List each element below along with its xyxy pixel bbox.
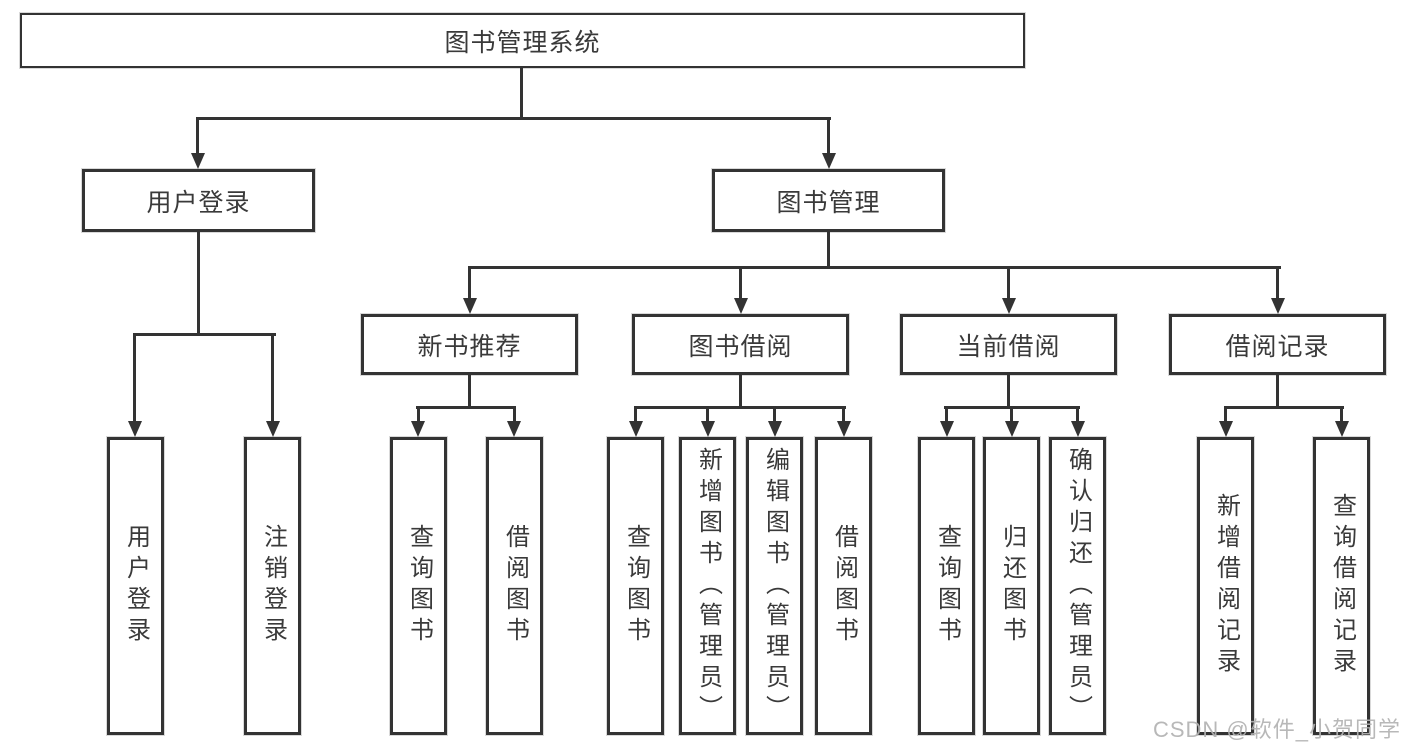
connector-line — [196, 117, 199, 155]
connector-line — [827, 117, 830, 155]
arrow-down-icon — [507, 421, 521, 437]
connector-line — [1340, 406, 1343, 423]
connector-line — [1224, 406, 1344, 409]
leaf-return-books: 归还图书 — [983, 437, 1040, 735]
arrow-down-icon — [191, 153, 205, 169]
arrow-down-icon — [629, 421, 643, 437]
connector-line — [468, 266, 1281, 269]
connector-line — [1076, 406, 1079, 423]
leaf-query-borrow-record: 查询借阅记录 — [1313, 437, 1370, 735]
connector-line — [1010, 406, 1013, 423]
leaf-add-borrow-record: 新增借阅记录 — [1197, 437, 1254, 735]
leaf-edit-books-admin: 编辑图书（管理员） — [746, 437, 803, 735]
arrow-down-icon — [701, 421, 715, 437]
arrow-down-icon — [1002, 298, 1016, 314]
arrow-down-icon — [1271, 298, 1285, 314]
leaf-query-books-current: 查询图书 — [918, 437, 975, 735]
connector-line — [773, 406, 776, 423]
connector-line — [842, 406, 845, 423]
connector-line — [513, 406, 516, 423]
leaf-borrow-books-recommend: 借阅图书 — [486, 437, 543, 735]
connector-line — [739, 373, 742, 409]
arrow-down-icon — [837, 421, 851, 437]
arrow-down-icon — [266, 421, 280, 437]
connector-line — [1224, 406, 1227, 423]
connector-line — [520, 66, 523, 119]
connector-line — [468, 373, 471, 409]
connector-line — [133, 333, 276, 336]
connector-line — [1276, 373, 1279, 409]
arrow-down-icon — [822, 153, 836, 169]
connector-line — [706, 406, 709, 423]
leaf-query-books-borrow: 查询图书 — [607, 437, 664, 735]
connector-line — [196, 117, 831, 120]
arrow-down-icon — [1071, 421, 1085, 437]
node-new-book-recommend: 新书推荐 — [361, 314, 578, 375]
node-borrow-records: 借阅记录 — [1169, 314, 1386, 375]
connector-line — [417, 406, 420, 423]
connector-line — [1007, 266, 1010, 300]
connector-line — [945, 406, 948, 423]
arrow-down-icon — [734, 298, 748, 314]
connector-line — [416, 406, 516, 409]
connector-line — [634, 406, 637, 423]
watermark: CSDN @软件_小贺同学 — [1152, 717, 1401, 742]
connector-line — [197, 230, 200, 336]
node-book-borrow: 图书借阅 — [632, 314, 849, 375]
node-book-management: 图书管理 — [712, 169, 945, 232]
connector-line — [133, 333, 136, 423]
arrow-down-icon — [1219, 421, 1233, 437]
connector-line — [739, 266, 742, 300]
connector-line — [271, 333, 274, 423]
arrow-down-icon — [940, 421, 954, 437]
node-root-library-system: 图书管理系统 — [20, 13, 1025, 68]
leaf-add-books-admin: 新增图书（管理员） — [679, 437, 736, 735]
connector-line — [827, 230, 830, 269]
node-user-login: 用户登录 — [82, 169, 315, 232]
connector-line — [634, 406, 846, 409]
arrow-down-icon — [463, 298, 477, 314]
leaf-confirm-return-admin: 确认归还（管理员） — [1049, 437, 1106, 735]
connector-line — [1276, 266, 1279, 300]
leaf-user-login: 用户登录 — [107, 437, 164, 735]
arrow-down-icon — [768, 421, 782, 437]
connector-line — [468, 266, 471, 300]
leaf-logout: 注销登录 — [244, 437, 301, 735]
arrow-down-icon — [1335, 421, 1349, 437]
node-current-borrow: 当前借阅 — [900, 314, 1117, 375]
leaf-query-books-recommend: 查询图书 — [390, 437, 447, 735]
leaf-borrow-books: 借阅图书 — [815, 437, 872, 735]
arrow-down-icon — [1005, 421, 1019, 437]
arrow-down-icon — [128, 421, 142, 437]
arrow-down-icon — [411, 421, 425, 437]
connector-line — [1007, 373, 1010, 409]
